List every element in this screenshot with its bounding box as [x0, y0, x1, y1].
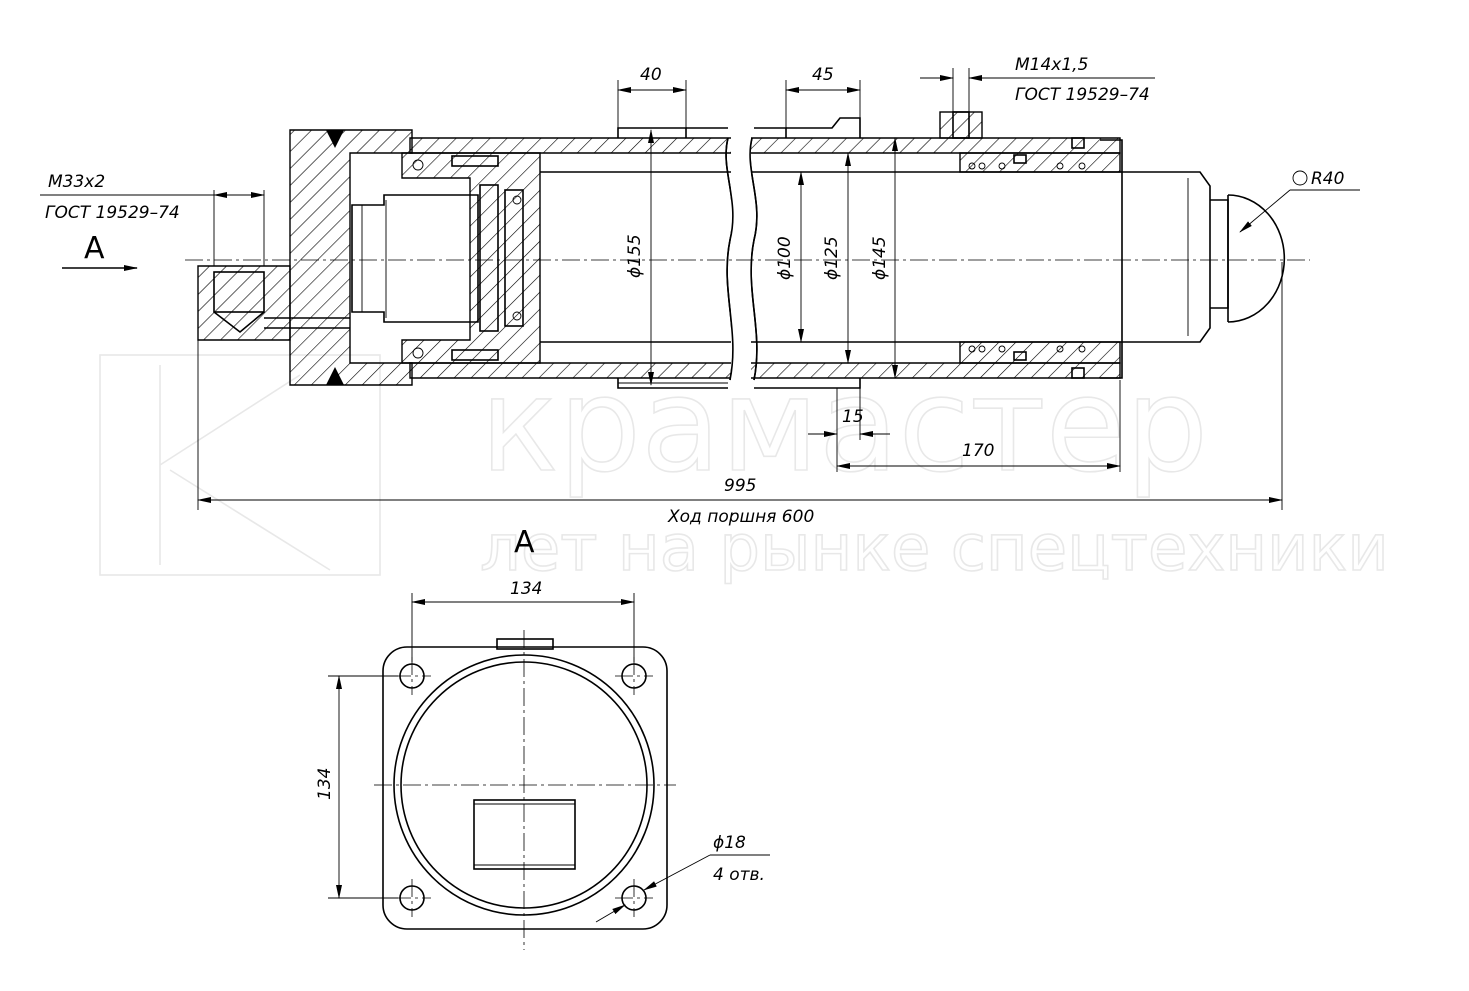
weld-mark-top	[326, 130, 344, 148]
port-thread-hole	[213, 271, 265, 313]
gland-seal	[1071, 367, 1085, 379]
collar-45-left	[754, 127, 787, 138]
rod-end-sphere	[1227, 194, 1286, 323]
dim-155: ϕ155	[625, 234, 645, 278]
end-cap	[289, 129, 413, 386]
dim-134-v: 134	[315, 768, 335, 800]
view-a: 134 134 ϕ18 4 отв.	[315, 579, 770, 950]
flange-plate	[382, 646, 668, 930]
gland-orings	[968, 162, 1086, 353]
stroke-label: Ход поршня 600	[667, 507, 814, 527]
watermark-logo	[99, 354, 381, 576]
holes-count: 4 отв.	[713, 865, 765, 885]
port-drill-cone	[213, 311, 265, 334]
piston-seal	[479, 184, 499, 332]
gland-seal	[1013, 351, 1027, 361]
dim-170: 170	[962, 441, 994, 461]
dim-995: 995	[724, 476, 756, 496]
port-standard-label: ГОСТ 19529–74	[45, 203, 180, 223]
gland-seal	[1013, 154, 1027, 164]
port-block-view	[473, 799, 576, 870]
tube-wall-bottom	[409, 362, 1121, 379]
sphere-symbol	[1292, 170, 1308, 186]
collar-45	[786, 117, 861, 138]
break-line-right	[749, 137, 758, 381]
port-thread-label: М33х2	[48, 172, 105, 192]
piston	[401, 152, 541, 364]
dimensions-side: 40 45 М14х1,5 ГОСТ 19529–74 М33х2 ГОСТ 1…	[40, 55, 1360, 527]
vent-thread-label: М14х1,5	[1015, 55, 1088, 75]
dim-40: 40	[640, 65, 662, 85]
oring	[512, 195, 522, 205]
port-block	[197, 265, 291, 341]
vent-standard-label: ГОСТ 19529–74	[1015, 85, 1150, 105]
tube-wall-top	[409, 137, 1121, 154]
view-marker: A	[84, 231, 105, 266]
piston-nut	[351, 194, 479, 323]
flange-lug	[496, 638, 554, 650]
dim-125: ϕ125	[822, 236, 842, 280]
gland-seal	[1071, 137, 1085, 149]
weld-mark-bottom	[326, 367, 344, 385]
vent-hole	[952, 111, 970, 139]
oring	[412, 347, 424, 359]
dim-100: ϕ100	[775, 236, 795, 280]
oring	[512, 311, 522, 321]
cylinder-side-view	[185, 111, 1310, 389]
sphere-radius: R40	[1311, 169, 1344, 189]
collar-bottom-left	[617, 378, 728, 389]
watermark-tagline: лет на рынке спецтехники	[480, 512, 1389, 586]
gland-bottom	[959, 341, 1121, 364]
section-title: A	[514, 525, 535, 560]
bolt-hole-centerlines	[393, 657, 653, 917]
vent-boss	[939, 111, 983, 139]
piston-ring-bottom	[451, 349, 499, 361]
oring	[412, 159, 424, 171]
gland-flange	[1100, 139, 1123, 379]
dim-134-h: 134	[510, 579, 542, 599]
dim-145: ϕ145	[870, 236, 890, 280]
piston-ring-top	[451, 155, 499, 167]
watermark-logo-mark	[159, 365, 331, 571]
dim-45: 45	[812, 65, 834, 85]
rod-end-neck	[1210, 199, 1229, 309]
dim-15: 15	[842, 407, 864, 427]
break-gap	[731, 130, 751, 386]
break-line-left	[725, 137, 734, 381]
holes-diameter: ϕ18	[713, 833, 746, 853]
collar-40	[617, 127, 687, 138]
gland-top	[959, 152, 1121, 173]
piston-seal	[504, 189, 524, 327]
